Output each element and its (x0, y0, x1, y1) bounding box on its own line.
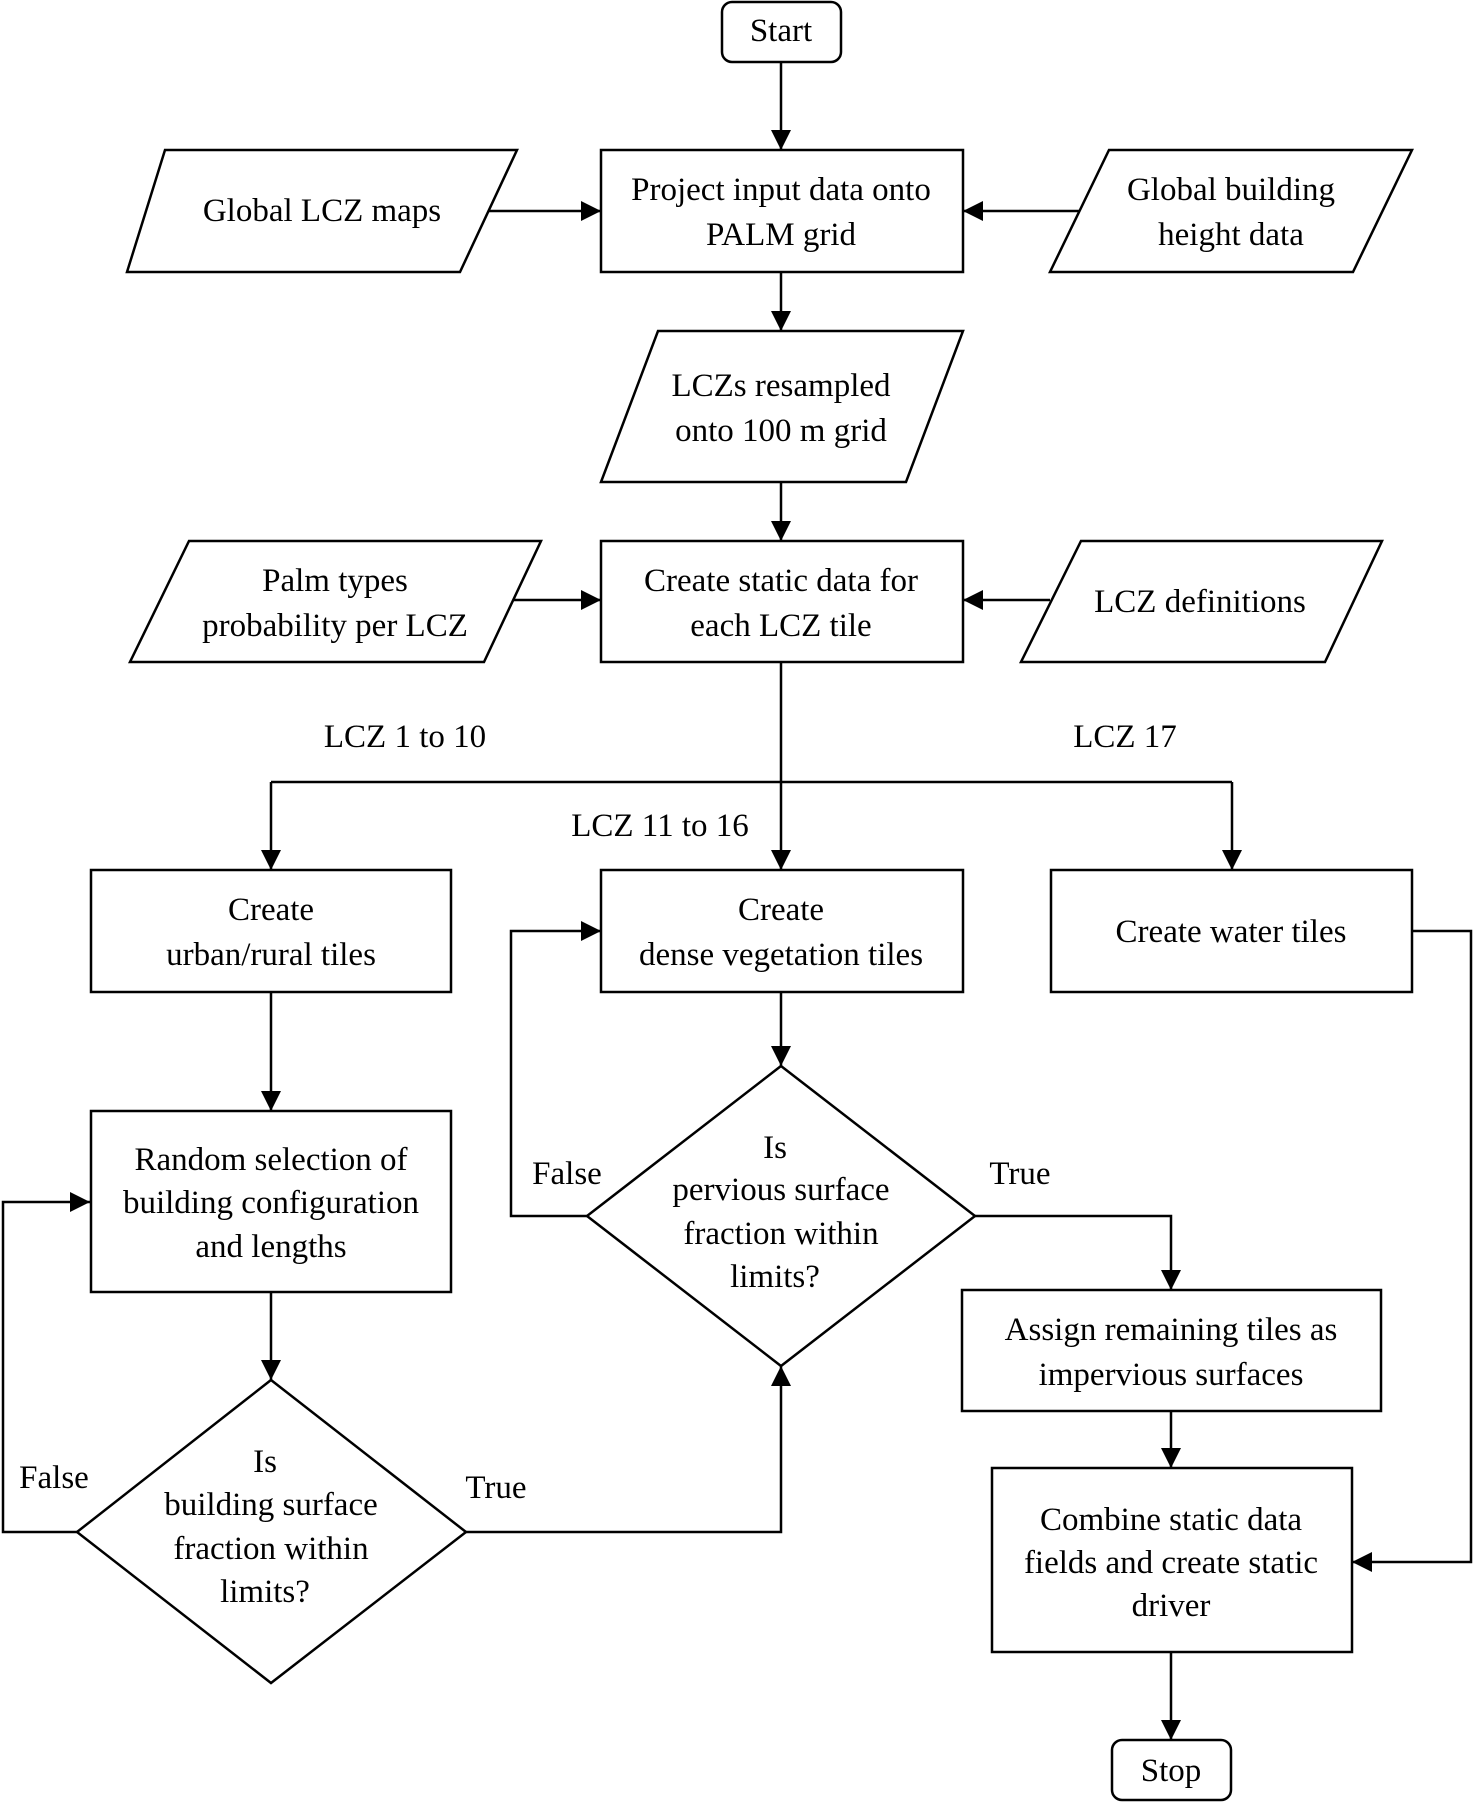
combine-static-data-process: Combine static data fields and create st… (990, 1466, 1354, 1654)
building-false-label: False (19, 1460, 89, 1496)
lcz-definitions-input: LCZ definitions (1018, 539, 1384, 664)
arrowhead-pervious-true (1161, 1270, 1181, 1290)
edge-pervious-false-loop (509, 929, 601, 1218)
create-water-tiles-process: Create water tiles (1049, 868, 1414, 994)
start-terminal: Start (720, 0, 843, 64)
arrowhead-water-combine (1352, 1552, 1372, 1572)
pervious-true-label: True (989, 1156, 1050, 1192)
project-label-line1: Project input data onto (631, 172, 931, 208)
dense-veg-label-line2: dense vegetation tiles (639, 937, 923, 973)
palm-types-label-line2: probability per LCZ (202, 608, 468, 644)
building-decision-line2: building surface (164, 1487, 378, 1523)
arrowhead-urban (261, 850, 281, 870)
pervious-false-label: False (532, 1156, 602, 1192)
create-static-label-line2: each LCZ tile (690, 608, 871, 644)
pervious-decision-line1: Is (763, 1130, 787, 1166)
arrowheads (70, 130, 1372, 1740)
building-decision-line4: limits? (220, 1574, 310, 1610)
global-building-height-input: Global building height data (1048, 148, 1414, 274)
arrowhead-lczmaps (581, 201, 601, 221)
lcz-definitions-label: LCZ definitions (1094, 584, 1306, 620)
combine-label-line1: Combine static data (1040, 1502, 1302, 1538)
lczs-resampled-label-line2: onto 100 m grid (675, 413, 887, 449)
water-tiles-label: Create water tiles (1116, 914, 1347, 950)
arrowhead-palm (581, 590, 601, 610)
pervious-decision-line4: limits? (730, 1259, 820, 1295)
pervious-surface-decision: Is pervious surface fraction within limi… (584, 1064, 978, 1368)
arrowhead-dense (771, 850, 791, 870)
arrowhead-building-true (771, 1366, 791, 1386)
lczs-resampled-label-line1: LCZs resampled (671, 368, 891, 404)
global-building-label-line2: height data (1158, 217, 1304, 253)
arrowhead-random (261, 1091, 281, 1111)
assign-remaining-label-line1: Assign remaining tiles as (1005, 1312, 1338, 1348)
arrowhead-building-decision (261, 1360, 281, 1380)
stop-terminal: Stop (1110, 1738, 1233, 1802)
project-input-process: Project input data onto PALM grid (599, 148, 965, 274)
building-decision-line3: fraction within (173, 1531, 368, 1567)
global-lcz-maps-input: Global LCZ maps (125, 148, 519, 274)
stop-label: Stop (1141, 1753, 1202, 1789)
pervious-decision-line3: fraction within (683, 1216, 878, 1252)
edge-water-to-combine (1352, 929, 1473, 1564)
create-static-data-process: Create static data for each LCZ tile (599, 539, 965, 664)
combine-label-line3: driver (1132, 1588, 1211, 1624)
arrowhead-pervious-decision (771, 1046, 791, 1066)
palm-types-input: Palm types probability per LCZ (127, 539, 543, 664)
random-selection-label-line1: Random selection of (134, 1142, 407, 1178)
create-urban-rural-process: Create urban/rural tiles (89, 868, 453, 994)
arrowhead-static (771, 521, 791, 541)
edge-building-false-loop (1, 1200, 90, 1534)
arrowhead-start (771, 130, 791, 150)
lcz-1-to-10-label: LCZ 1 to 10 (324, 719, 486, 755)
random-selection-process: Random selection of building configurati… (89, 1109, 453, 1294)
arrowhead-resampled (771, 311, 791, 331)
urban-rural-label-line1: Create (228, 892, 314, 928)
dense-veg-label-line1: Create (738, 892, 824, 928)
arrowhead-pervious-false (581, 921, 601, 941)
assign-remaining-process: Assign remaining tiles as impervious sur… (960, 1288, 1383, 1413)
pervious-decision-line2: pervious surface (672, 1172, 889, 1208)
random-selection-label-line3: and lengths (195, 1229, 346, 1265)
palm-types-label-line1: Palm types (262, 563, 408, 599)
assign-remaining-label-line2: impervious surfaces (1039, 1357, 1304, 1393)
edge-pervious-true (975, 1214, 1173, 1290)
combine-label-line2: fields and create static (1024, 1545, 1318, 1581)
arrowhead-water (1222, 850, 1242, 870)
arrowhead-building-false (70, 1192, 90, 1212)
edge-building-true (466, 1366, 783, 1534)
building-surface-decision: Is building surface fraction within limi… (74, 1378, 469, 1685)
start-label: Start (750, 13, 812, 49)
project-label-line2: PALM grid (706, 217, 857, 253)
random-selection-label-line2: building configuration (123, 1185, 419, 1221)
arrowhead-building (963, 201, 983, 221)
building-true-label: True (465, 1470, 526, 1506)
arrowhead-stop (1161, 1720, 1181, 1740)
create-dense-vegetation-process: Create dense vegetation tiles (599, 868, 965, 994)
building-decision-line1: Is (253, 1444, 277, 1480)
arrowhead-definitions (963, 590, 983, 610)
lcz-11-to-16-label: LCZ 11 to 16 (571, 808, 749, 844)
global-building-label-line1: Global building (1127, 172, 1335, 208)
urban-rural-label-line2: urban/rural tiles (166, 937, 376, 973)
global-lcz-maps-label: Global LCZ maps (203, 193, 441, 229)
lczs-resampled-data: LCZs resampled onto 100 m grid (599, 329, 965, 484)
arrowhead-assign (1161, 1448, 1181, 1468)
create-static-label-line1: Create static data for (644, 563, 918, 599)
lcz-17-label: LCZ 17 (1073, 719, 1177, 755)
